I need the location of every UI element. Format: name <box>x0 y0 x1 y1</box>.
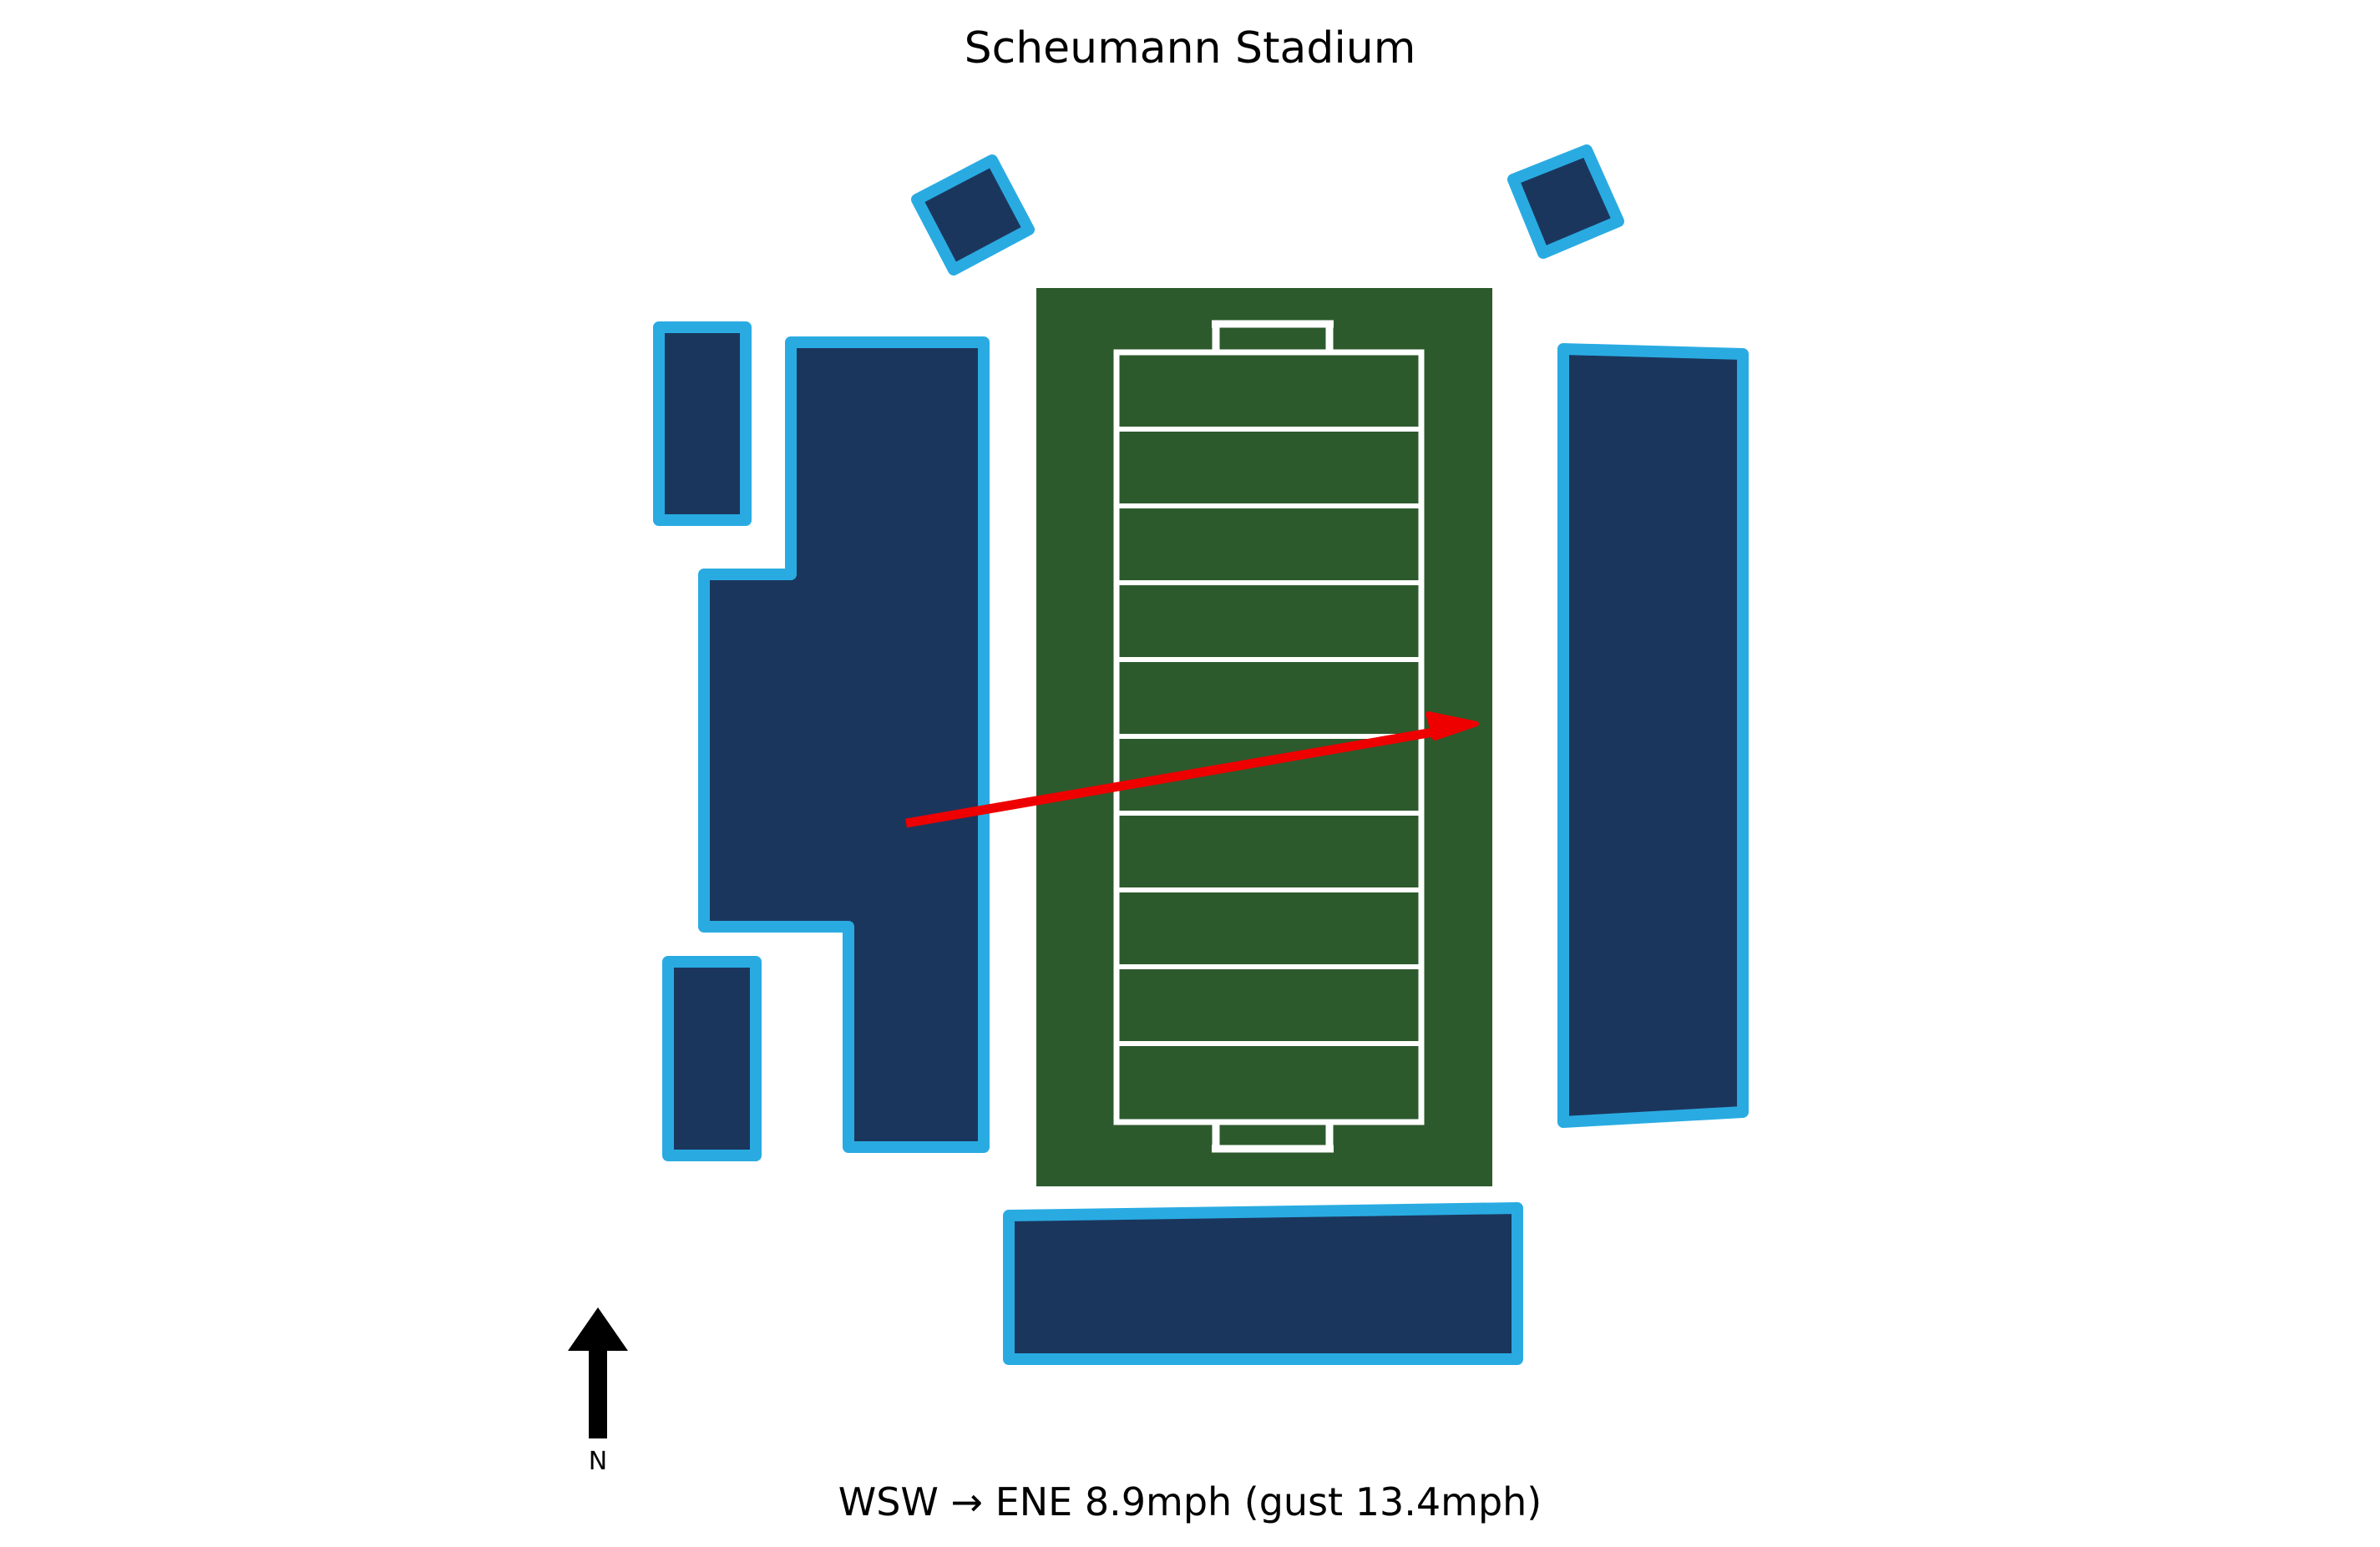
west-main-stand[interactable] <box>698 336 990 1153</box>
wind-arrow <box>905 711 1479 828</box>
yard-lines <box>1117 427 1421 1046</box>
page-title: Scheumann Stadium <box>965 23 1416 73</box>
north-arrow-shaft <box>589 1342 607 1438</box>
wind-arrow-head <box>1425 711 1479 741</box>
north-arrow-head-icon <box>568 1307 628 1351</box>
compass-north-label: N <box>589 1447 607 1476</box>
north-goalpost <box>1212 320 1334 354</box>
wind-arrow-shaft <box>905 723 1458 828</box>
west-upper-stand[interactable] <box>653 321 752 526</box>
compass-rose: N <box>568 1307 628 1476</box>
south-stand[interactable] <box>1003 1202 1523 1365</box>
northeast-corner-stand[interactable] <box>1507 144 1624 259</box>
stands-group <box>653 144 1749 1365</box>
wind-caption: WSW → ENE 8.9mph (gust 13.4mph) <box>838 1479 1542 1524</box>
northwest-corner-stand[interactable] <box>911 154 1035 276</box>
south-goalpost <box>1212 1120 1334 1153</box>
west-lower-stand[interactable] <box>662 956 762 1161</box>
east-stand[interactable] <box>1557 343 1749 1128</box>
